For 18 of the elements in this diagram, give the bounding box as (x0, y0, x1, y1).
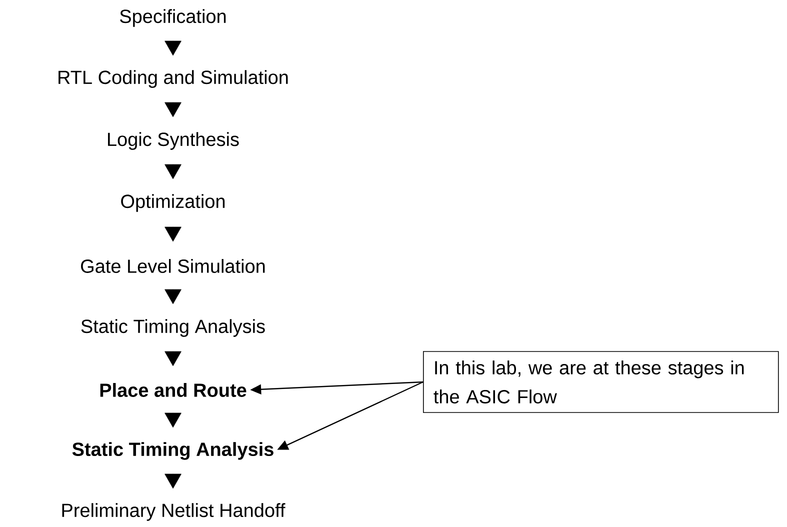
step-label: Static Timing Analysis (81, 319, 265, 337)
step-label: Static Timing Analysis (72, 442, 274, 460)
flow-arrow (164, 412, 182, 428)
step-label: Logic Synthesis (108, 132, 239, 150)
flow-arrow (164, 289, 182, 304)
step-label: Place and Route (100, 383, 246, 397)
step-label: RTL Coding and Simulation (58, 70, 288, 88)
callout-box: In this lab, we are at these stages in the ASIC Flow (423, 351, 779, 413)
step-label: Optimization (121, 194, 225, 212)
step-label: Preliminary Netlist Handoff (62, 503, 286, 521)
step-label: Specification (120, 9, 226, 27)
flow-arrow (164, 164, 182, 180)
flow-arrow (164, 351, 182, 366)
flow-arrow (164, 226, 182, 242)
flow-arrow (164, 102, 182, 118)
flow-arrow (164, 40, 182, 56)
step-label: Gate Level Simulation (81, 259, 265, 273)
flow-arrow (164, 474, 182, 489)
